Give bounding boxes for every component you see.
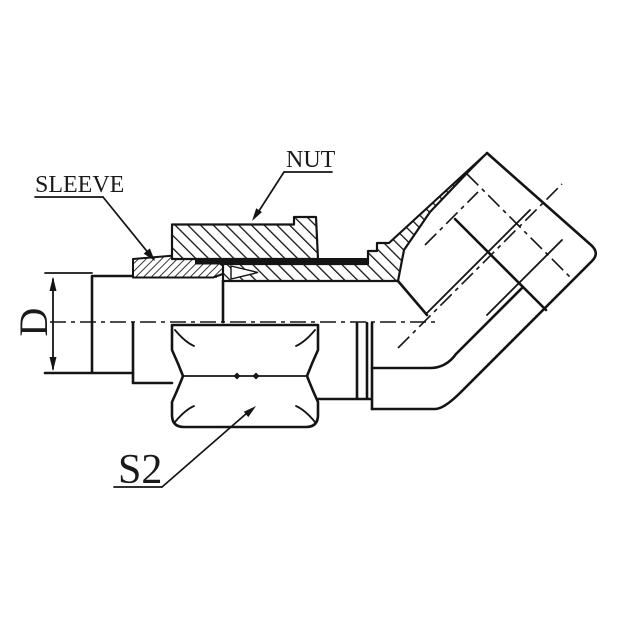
elbow-outer-bend: [370, 151, 598, 411]
s2-callout: S2: [113, 406, 256, 493]
elbow-inner-bend: [370, 285, 525, 370]
nut-arrowhead: [252, 208, 262, 221]
tube-end: [43, 272, 217, 375]
hex-center-dot-1: [233, 372, 241, 380]
nut-leader-line: [256, 171, 285, 215]
body-horizontal: [131, 279, 429, 411]
nut-label: NUT: [286, 147, 336, 173]
hex-perpendicular-centerline: [466, 173, 574, 281]
centerlines: [50, 173, 574, 349]
nut-callout: NUT: [252, 147, 336, 221]
sleeve-cone-recess: [230, 265, 259, 280]
hex-chamfer-arcs: [174, 329, 316, 423]
hex45-flat-line-upper: [425, 209, 531, 315]
s2-label: S2: [118, 447, 162, 493]
thread-band: [195, 258, 368, 265]
tube-outline: [43, 274, 135, 375]
body-edge-behind-nut: [221, 279, 429, 324]
hex45-back-face: [453, 217, 548, 312]
nut-top-block: [170, 215, 320, 261]
dimension-arrow-down: [49, 357, 57, 371]
s2-leader-line: [161, 412, 248, 488]
sleeve-label: SLEEVE: [35, 172, 124, 198]
step-cylinder-left: [131, 321, 174, 385]
sleeve-callout: SLEEVE: [34, 172, 155, 261]
elbow-axis-centerline: [397, 183, 563, 349]
s2-arrowhead: [243, 406, 256, 418]
dimension-arrow-up: [49, 277, 57, 291]
diameter-label: D: [11, 308, 56, 337]
elbow-45: [370, 151, 598, 411]
sleeve-arrowhead: [143, 248, 155, 261]
hex-nut-s2: [170, 323, 320, 429]
step-cylinder-right: [316, 321, 372, 401]
hex-center-dot-2: [252, 372, 260, 380]
sleeve-leader-line: [102, 196, 151, 256]
dimension-D: D: [11, 277, 57, 371]
hex45-flat-line-lower: [486, 239, 563, 316]
tip-parallel-centerline: [424, 191, 479, 246]
